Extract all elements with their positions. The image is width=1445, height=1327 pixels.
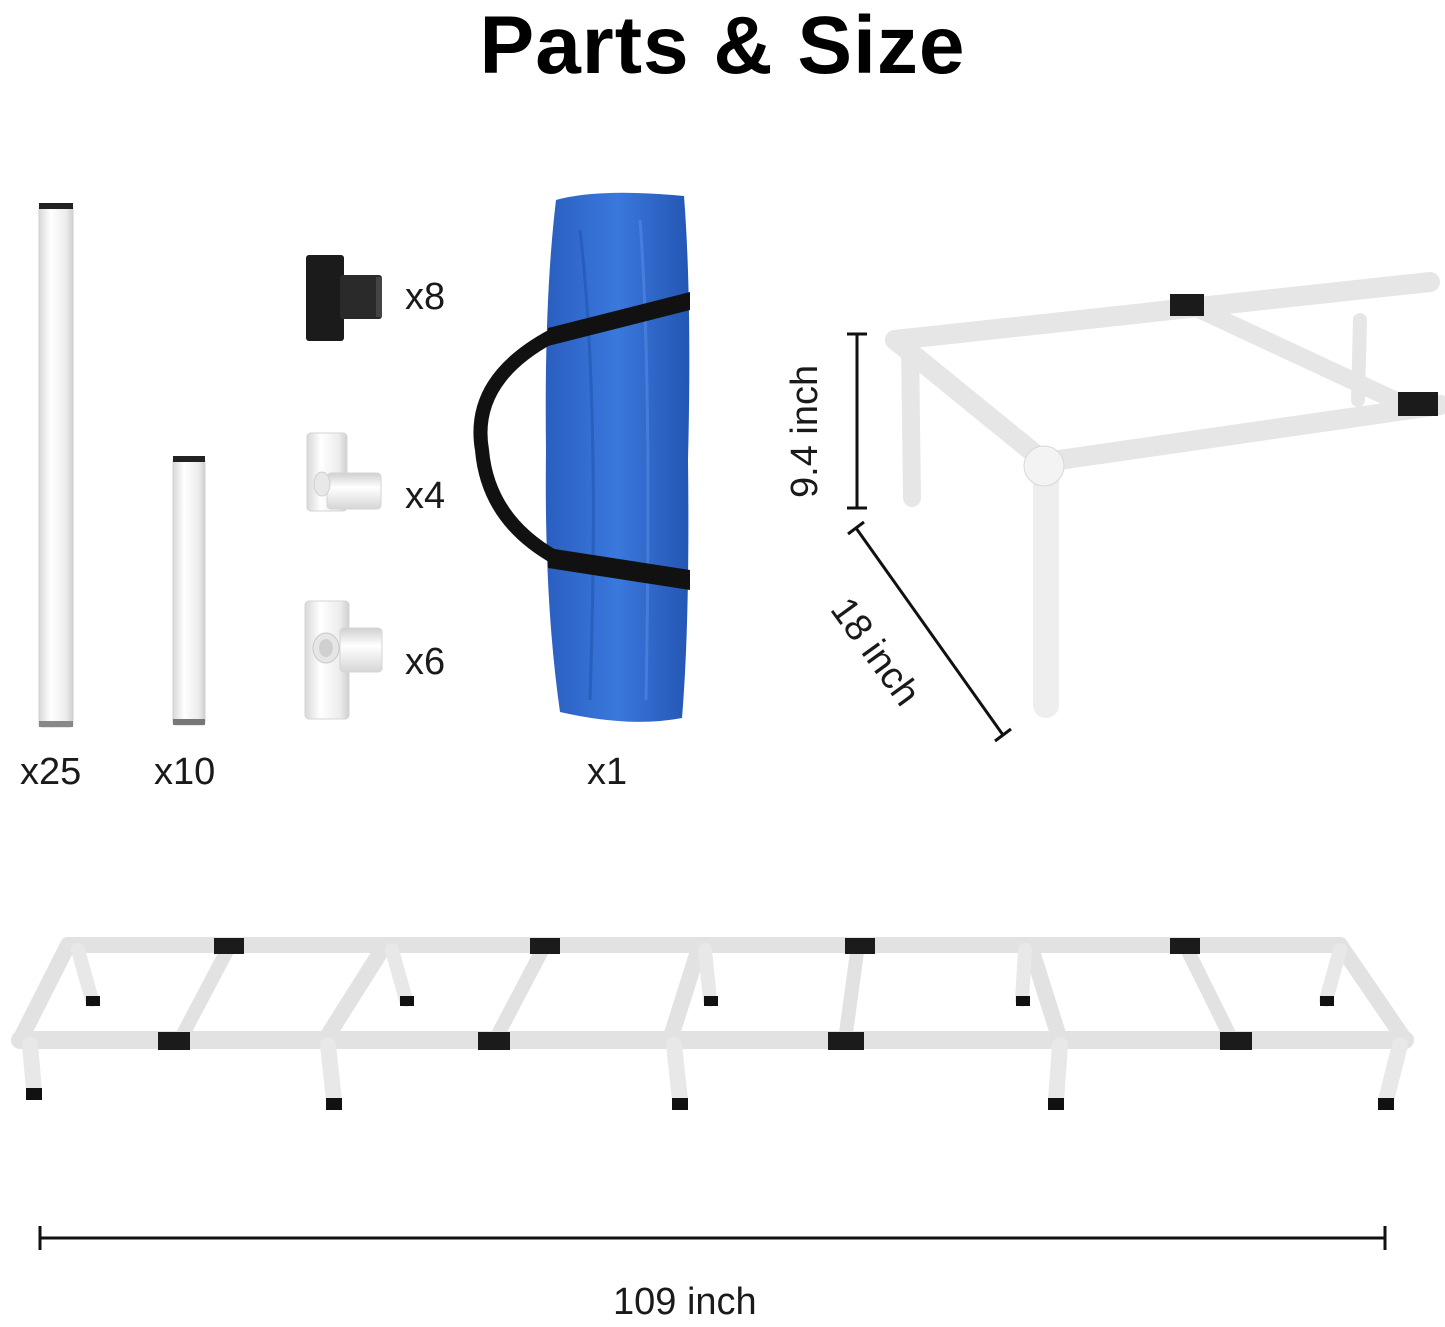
bag-quantity: x1 — [587, 751, 628, 793]
storage-bag-image — [473, 192, 690, 722]
elbow-fitting-quantity: x4 — [405, 475, 446, 517]
height-label: 9.4 inch — [784, 364, 826, 498]
white-four-way-fitting-image — [304, 600, 383, 720]
full-frame-image — [11, 937, 1414, 1110]
short-pipe-image — [172, 456, 206, 726]
depth-dimension-line — [847, 520, 1012, 743]
tee-fitting-quantity: x8 — [405, 276, 446, 318]
long-pipe-quantity: x25 — [20, 751, 82, 793]
short-pipe-quantity: x10 — [154, 751, 216, 793]
long-pipe-image — [38, 203, 74, 728]
length-dimension-line — [38, 1226, 1387, 1250]
height-dimension-line — [847, 332, 867, 510]
length-label: 109 inch — [613, 1281, 757, 1323]
white-elbow-fitting-image — [306, 432, 382, 512]
four-way-fitting-quantity: x6 — [405, 641, 446, 683]
single-module-image — [885, 272, 1445, 718]
black-tee-fitting-image — [306, 255, 382, 341]
page-title: Parts & Size — [479, 0, 966, 91]
